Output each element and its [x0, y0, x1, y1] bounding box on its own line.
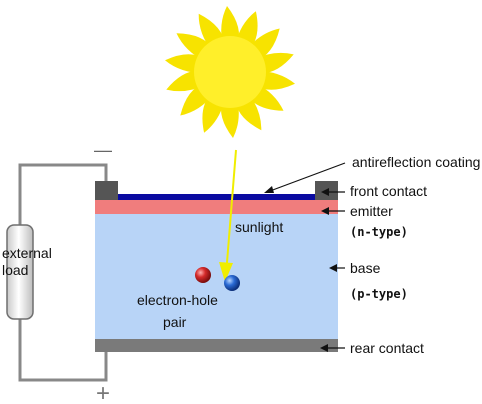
- antireflection-coating-label: antireflection coating: [352, 154, 480, 170]
- callout-arrows: [264, 162, 346, 352]
- sun-ray: [220, 98, 239, 138]
- sunlight-arrow-icon: [219, 149, 237, 282]
- sun-core: [194, 36, 266, 108]
- front-contact-label: front contact: [350, 183, 427, 199]
- external-load-label-line2: load: [2, 262, 28, 278]
- base-type-label: (p-type): [350, 287, 408, 301]
- electron-hole-label-line2: pair: [163, 314, 187, 330]
- hole-icon: [224, 275, 240, 291]
- electron-icon: [195, 267, 211, 283]
- sun-ray: [221, 6, 240, 46]
- front-contact-left: [95, 181, 118, 200]
- external-circuit: [6, 163, 108, 382]
- sunlight-label: sunlight: [235, 219, 283, 235]
- rear-contact-label: rear contact: [350, 340, 424, 356]
- emitter-layer: [95, 200, 338, 214]
- minus-sign: —: [94, 140, 112, 160]
- sun-icon: [165, 6, 295, 138]
- base-layer: [95, 214, 338, 339]
- electron-hole-label-line1: electron-hole: [137, 292, 218, 308]
- base-label: base: [350, 260, 381, 276]
- emitter-type-label: (n-type): [350, 225, 408, 239]
- plus-sign: +: [96, 380, 110, 404]
- external-load-label-line1: external: [2, 245, 52, 261]
- external-load-resistor-icon: [6, 224, 34, 320]
- emitter-label: emitter: [350, 203, 393, 219]
- antireflection-coating: [118, 194, 315, 200]
- rear-contact: [95, 339, 338, 352]
